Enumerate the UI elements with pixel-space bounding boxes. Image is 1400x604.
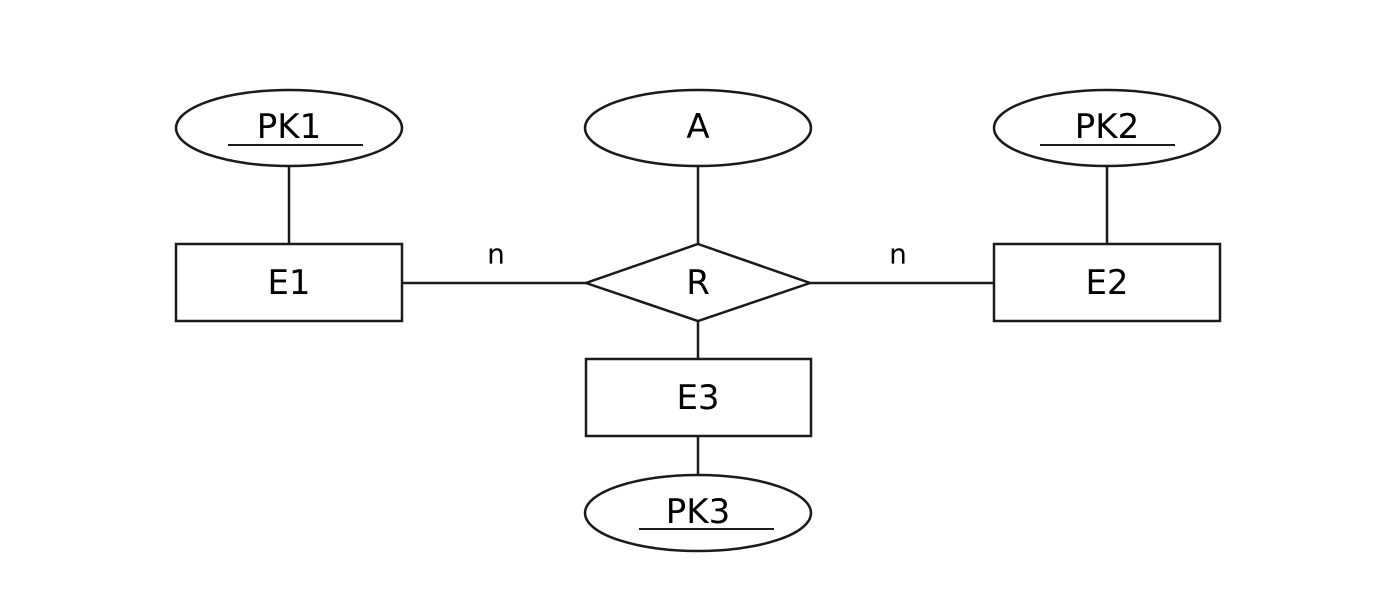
relationship-r: R [582, 242, 814, 323]
attribute-pk3-label: PK3 [666, 492, 730, 532]
attribute-pk3-ellipse [583, 473, 813, 553]
entity-e2-box [992, 242, 1222, 323]
relationship-r-label: R [686, 263, 710, 303]
entity-e3-label: E3 [676, 378, 719, 418]
cardinality-e1-r: n [487, 238, 505, 271]
attribute-pk1: PK1 [174, 88, 404, 168]
attribute-pk2-ellipse [992, 88, 1222, 168]
relationship-r-diamond [582, 242, 814, 323]
attribute-pk2: PK2 [992, 88, 1222, 168]
attribute-a-ellipse [583, 88, 813, 168]
attribute-pk1-ellipse [174, 88, 404, 168]
entity-e2-label: E2 [1085, 263, 1128, 303]
cardinality-r-e2: n [889, 238, 907, 271]
entity-e3-box [584, 357, 813, 438]
entity-e1: E1 [174, 242, 404, 323]
attribute-pk3: PK3 [583, 473, 813, 553]
entity-e1-label: E1 [267, 263, 310, 303]
attribute-pk1-label: PK1 [257, 107, 321, 147]
attribute-a-label: A [686, 107, 709, 147]
entity-e1-box [174, 242, 404, 323]
attribute-a: A [583, 88, 813, 168]
entity-e2: E2 [992, 242, 1222, 323]
entity-e3: E3 [584, 357, 813, 438]
attribute-pk2-label: PK2 [1075, 107, 1139, 147]
